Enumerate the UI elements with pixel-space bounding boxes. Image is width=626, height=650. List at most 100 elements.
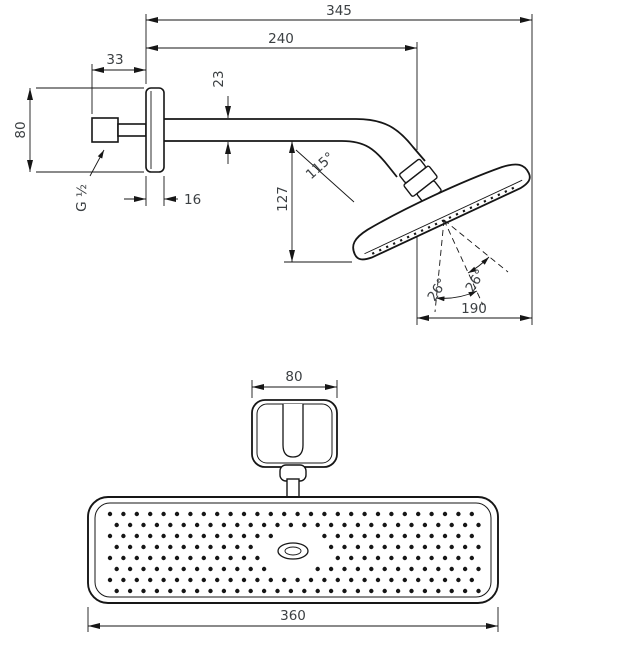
nozzle-dot xyxy=(161,511,166,517)
nozzle-dot xyxy=(436,522,441,528)
connection-pipe xyxy=(117,123,147,137)
nozzle-dot xyxy=(194,566,200,572)
nozzle-dot xyxy=(389,577,394,583)
nozzle-dot xyxy=(416,511,421,517)
nozzle-dot xyxy=(221,588,227,594)
nozzle-dot xyxy=(349,555,354,561)
nozzle-dot xyxy=(107,511,113,517)
nozzle-dot xyxy=(161,533,166,539)
nozzle-dot xyxy=(395,522,401,528)
nozzle-dot xyxy=(429,511,434,517)
nozzle-dot xyxy=(141,522,146,528)
nozzle-dot xyxy=(235,544,240,550)
nozzle-dot xyxy=(469,533,474,539)
dim-127-label: 127 xyxy=(275,186,291,212)
dim-240-label: 240 xyxy=(268,31,294,47)
nozzle-dot xyxy=(208,544,213,550)
wall-escutcheon xyxy=(145,87,165,173)
nozzle-dot xyxy=(148,555,153,561)
nozzle-dot xyxy=(402,533,407,539)
nozzle-dot xyxy=(141,566,146,572)
nozzle-dot xyxy=(255,555,260,561)
nozzle-dot xyxy=(188,511,193,517)
nozzle-field xyxy=(107,511,481,594)
nozzle-dot xyxy=(161,555,166,561)
nozzle-dot xyxy=(382,588,387,594)
nozzle-dot xyxy=(194,522,200,528)
nozzle-dot xyxy=(476,544,481,550)
nozzle-dot xyxy=(181,566,186,572)
shower-head-face-inner xyxy=(94,502,492,598)
nozzle-dot xyxy=(302,522,307,528)
nozzle-dot xyxy=(328,522,334,528)
dim-345-label: 345 xyxy=(326,3,352,19)
ball-joint xyxy=(399,158,442,205)
nozzle-dot xyxy=(395,544,401,550)
nozzle-dot xyxy=(114,566,119,572)
nozzle-dot xyxy=(228,511,233,517)
nozzle-dot xyxy=(389,533,394,539)
nozzle-dot xyxy=(208,566,213,572)
dim-23-label: 23 xyxy=(211,70,227,87)
nozzle-dot xyxy=(422,566,428,572)
nozzle-dot xyxy=(335,533,340,539)
nozzle-dot xyxy=(436,566,441,572)
nozzle-dot xyxy=(422,588,428,594)
nozzle-dot xyxy=(462,522,468,528)
nozzle-dot xyxy=(114,544,119,550)
nozzle-dot xyxy=(375,533,381,539)
nozzle-dot xyxy=(349,511,354,517)
mount-slot xyxy=(282,404,304,458)
nozzle-dot xyxy=(422,544,428,550)
connector-pipe xyxy=(286,478,300,500)
nozzle-dot xyxy=(328,566,334,572)
nozzle-dot xyxy=(107,533,113,539)
nozzle-dot xyxy=(442,555,448,561)
nozzle-dot xyxy=(342,566,347,572)
nozzle-dot xyxy=(127,566,133,572)
nozzle-dot xyxy=(255,511,260,517)
nozzle-dot xyxy=(154,522,160,528)
spray-angle-arc xyxy=(435,290,478,302)
nozzle-dot xyxy=(288,588,294,594)
nozzle-dot xyxy=(369,522,374,528)
nozzle-dot xyxy=(355,522,361,528)
nozzle-dot xyxy=(362,555,367,561)
nozzle-dot xyxy=(194,588,200,594)
spray-line xyxy=(434,219,445,313)
dim-360-label: 360 xyxy=(280,608,306,624)
nozzle-dot xyxy=(241,511,247,517)
nozzle-dot xyxy=(476,588,481,594)
nozzle-dot xyxy=(121,555,126,561)
nozzle-dot xyxy=(442,533,448,539)
nozzle-dot xyxy=(241,577,247,583)
nozzle-dot xyxy=(382,544,387,550)
nozzle-dot xyxy=(335,511,340,517)
nozzle-dot xyxy=(282,577,287,583)
nozzle-dot xyxy=(349,577,354,583)
nozzle-dot xyxy=(221,544,227,550)
nozzle-dot xyxy=(349,533,354,539)
nozzle-dot xyxy=(255,577,260,583)
nozzle-dot xyxy=(248,544,253,550)
nozzle-dot xyxy=(295,577,300,583)
nozzle-dot xyxy=(121,577,126,583)
dim-33-label: 33 xyxy=(106,52,123,68)
thread-leader xyxy=(89,149,105,177)
nozzle-dot xyxy=(369,544,374,550)
nozzle-dot xyxy=(449,588,454,594)
nozzle-dot xyxy=(389,511,394,517)
nozzle-dot xyxy=(248,566,253,572)
nozzle-dot xyxy=(422,522,428,528)
nozzle-dot xyxy=(181,544,186,550)
face-rim-line xyxy=(364,179,523,255)
nozzle-dot xyxy=(174,533,180,539)
nozzle-dot xyxy=(141,588,146,594)
nozzle-dot xyxy=(228,577,233,583)
thread-label: G ½ xyxy=(74,184,90,212)
nozzle-dot xyxy=(328,544,334,550)
nozzle-dot xyxy=(429,577,434,583)
nozzle-dot xyxy=(114,588,119,594)
nozzle-dot xyxy=(442,577,448,583)
